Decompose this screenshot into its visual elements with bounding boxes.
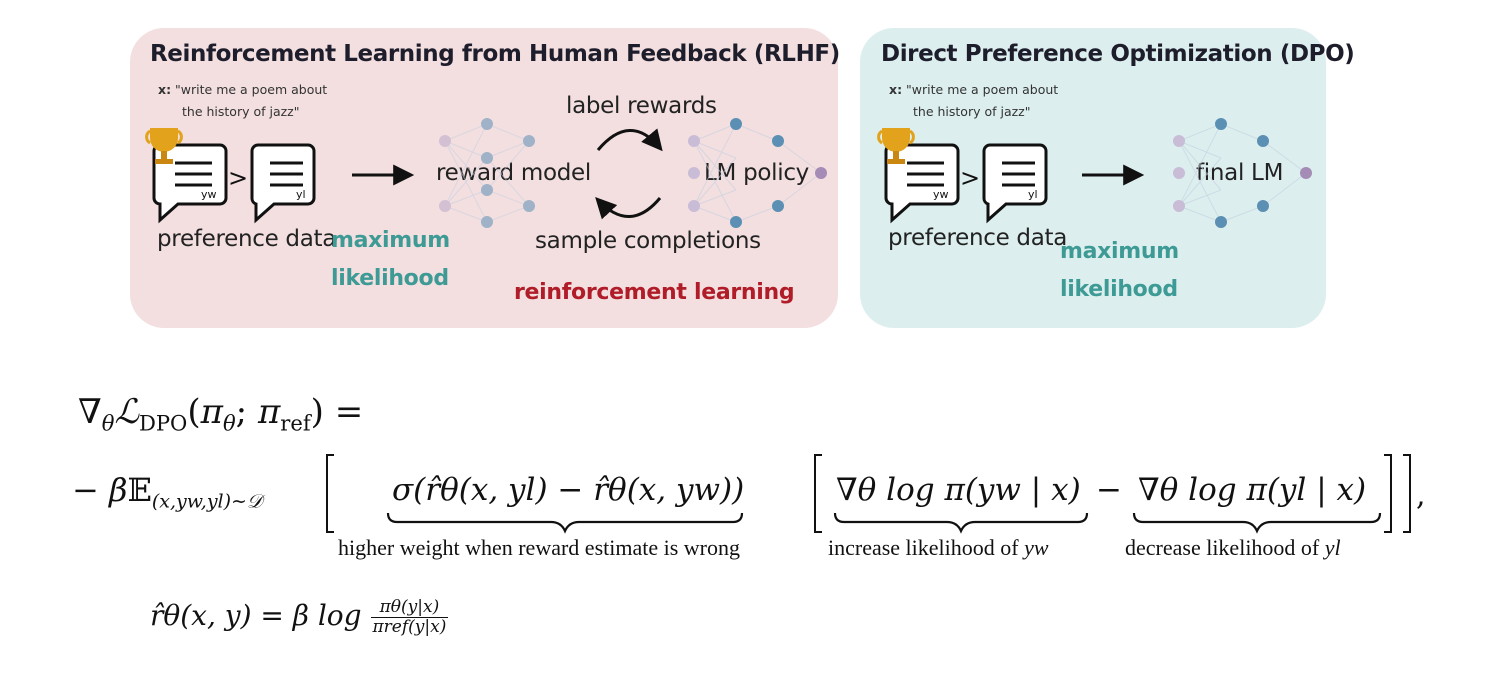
lm-policy-network-icon [688,118,827,228]
decrease-brace-label: decrease likelihood of yl [1125,535,1341,561]
label-rewards-label: label rewards [566,93,717,119]
dpo-yl-label: yl [1028,188,1038,201]
reward-definition-lhs: r̂θ(x, y) = β log [150,599,362,632]
rlhf-maximum-label: maximum [331,228,450,253]
weight-underbrace [386,512,744,534]
rlhf-prompt-line1: "write me a poem about [175,82,328,97]
rlhf-dispreferred-doc-icon: yl [250,143,316,224]
semicolon: ; [235,392,248,432]
rparen-equals: ) = [310,392,364,432]
rlhf-comparison-symbol: > [228,164,248,192]
loss-symbol: ℒ [114,392,139,432]
dpo-prompt-line2: the history of jazz" [913,104,1031,119]
expectation-subscript: (x,yw,yl)∼𝒟 [151,490,263,513]
rlhf-prompt: x: "write me a poem about the history of… [158,79,327,123]
increase-text: increase likelihood of [828,535,1019,560]
reward-fraction-denominator: πref(y|x) [372,617,447,637]
sample-completions-arrow [595,196,662,220]
dpo-comparison-symbol: > [960,164,980,192]
dpo-maximum-label: maximum [1060,239,1179,264]
equation-outer-bracket-left [326,454,334,533]
reward-fraction-numerator: πθ(y|x) [370,598,449,618]
dpo-yw-label: yw [933,188,949,201]
reinforcement-learning-label: reinforcement learning [514,280,795,305]
label-rewards-arrow [596,128,663,152]
rlhf-trophy-icon [145,128,183,164]
decrease-text: decrease likelihood of [1125,535,1320,560]
grad-yl-term: ∇θ log π(yl | x) [1138,472,1367,508]
increase-underbrace [833,512,1089,534]
weight-brace-label: higher weight when reward estimate is wr… [338,535,740,560]
rlhf-preference-data-label: preference data [157,226,337,252]
rlhf-panel [130,28,838,328]
dpo-preference-data-label: preference data [888,225,1068,251]
neg-beta: − β [72,471,128,509]
increase-brace-label: increase likelihood of yw [828,535,1049,561]
reward-definition: r̂θ(x, y) = β log πθ(y|x) πref(y|x) [150,598,449,637]
theta-subscript: θ [101,410,115,436]
sample-completions-label: sample completions [535,228,761,254]
expectation-symbol: 𝔼 [127,471,152,509]
dpo-likelihood-label: likelihood [1060,277,1178,302]
final-lm-network-icon [1173,118,1312,228]
rlhf-title: Reinforcement Learning from Human Feedba… [150,41,840,67]
sigma-term: σ(r̂θ(x, yl) − r̂θ(x, yw)) [392,472,745,508]
dpo-dispreferred-doc-icon: yl [982,143,1048,224]
equation-inner-bracket-right [1384,454,1392,533]
rlhf-yl-label: yl [296,188,306,201]
equation-inner-bracket-left [814,454,822,533]
equation-outer-bracket-right [1403,454,1411,533]
decrease-underbrace [1132,512,1382,534]
final-lm-label: final LM [1196,160,1284,186]
equation-trailing-comma: , [1416,478,1426,513]
rlhf-prompt-label: x: [158,82,172,97]
dpo-title: Direct Preference Optimization (DPO) [881,41,1355,67]
reward-definition-fraction: πθ(y|x) πref(y|x) [370,598,449,637]
middle-minus: − [1096,472,1122,508]
pi-symbol: π [200,392,223,432]
dpo-trophy-icon [877,128,915,164]
rlhf-yw-label: yw [201,188,217,201]
rlhf-likelihood-label: likelihood [331,266,449,291]
nabla-symbol: ∇ [78,392,102,432]
dpo-prompt-label: x: [889,82,903,97]
equation-line-1: ∇θℒDPO(πθ; πref) = [78,392,363,435]
pi-ref-symbol: π [257,392,281,432]
equation-line-2-prefix: − β𝔼(x,yw,yl)∼𝒟 [72,471,262,513]
grad-yw-term: ∇θ log π(yw | x) [836,472,1081,508]
lparen: ( [187,392,201,432]
rlhf-prompt-line2: the history of jazz" [182,104,300,119]
rlhf-maximum-likelihood: maximum likelihood [331,222,450,298]
dpo-prompt-line1: "write me a poem about [906,82,1059,97]
pi-subscript: θ [222,410,236,436]
loss-subscript: DPO [138,410,188,436]
pi-ref-subscript: ref [280,410,311,436]
dpo-maximum-likelihood: maximum likelihood [1060,233,1179,309]
dpo-prompt: x: "write me a poem about the history of… [889,79,1058,123]
decrease-variable: yl [1324,535,1341,560]
reward-model-network-icon [439,118,535,228]
increase-variable: yw [1024,535,1049,560]
